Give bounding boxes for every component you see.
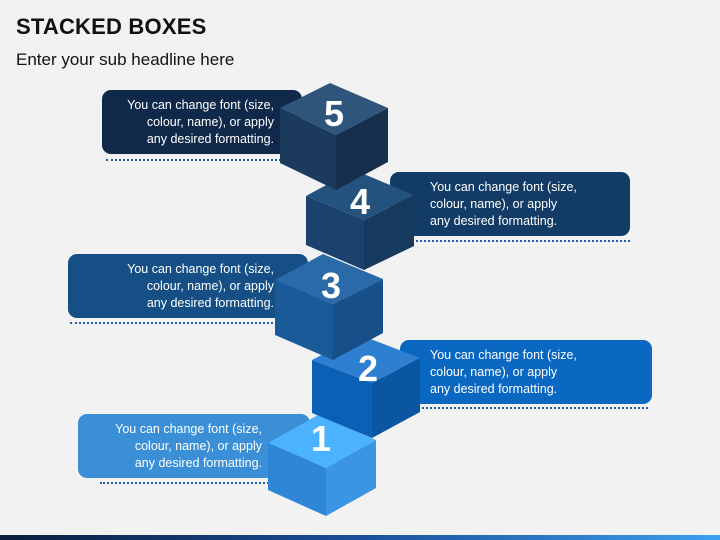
box-3-number: 3 <box>321 265 341 306</box>
box-2-left <box>312 360 372 438</box>
box-4-number: 4 <box>350 181 370 222</box>
box-3: 3 <box>275 254 383 360</box>
box-3-left <box>275 280 333 360</box>
step-2-dotted-line <box>390 407 648 409</box>
box-5-right <box>336 108 388 190</box>
box-1-right <box>326 440 376 516</box>
step-4-dotted-line <box>385 240 630 242</box>
step-3-text: You can change font (size, colour, name)… <box>127 261 274 310</box>
step-1-text: You can change font (size, colour, name)… <box>115 421 262 470</box>
box-4-right <box>364 195 414 270</box>
box-2-right <box>372 358 420 438</box>
step-5-dotted-line <box>106 159 361 161</box>
box-2: 2 <box>312 335 420 438</box>
box-1-left <box>268 443 326 516</box>
step-4-text: You can change font (size, colour, name)… <box>430 179 577 228</box>
step-2-panel: You can change font (size, colour, name)… <box>400 340 652 404</box>
step-4-panel: You can change font (size, colour, name)… <box>390 172 630 236</box>
step-5-panel: You can change font (size, colour, name)… <box>102 90 302 154</box>
footer-accent-bar <box>0 535 720 540</box>
page-subtitle: Enter your sub headline here <box>16 50 235 69</box>
box-3-right <box>333 279 383 360</box>
step-5-text: You can change font (size, colour, name)… <box>127 97 274 146</box>
box-5-left <box>280 108 336 190</box>
box-2-number: 2 <box>358 348 378 389</box>
step-2-text: You can change font (size, colour, name)… <box>430 347 577 396</box>
step-3-panel: You can change font (size, colour, name)… <box>68 254 308 318</box>
box-1: 1 <box>268 415 376 516</box>
box-5-top <box>280 83 388 135</box>
box-4: 4 <box>306 170 414 270</box>
box-1-number: 1 <box>311 418 331 459</box>
step-1-dotted-line <box>100 482 360 484</box>
page-title: STACKED BOXES <box>16 14 207 39</box>
box-5: 5 <box>280 83 388 190</box>
box-4-left <box>306 196 364 270</box>
step-3-dotted-line <box>70 322 325 324</box>
box-5-number: 5 <box>324 93 344 134</box>
box-3-top <box>275 254 383 304</box>
box-1-top <box>268 415 376 468</box>
